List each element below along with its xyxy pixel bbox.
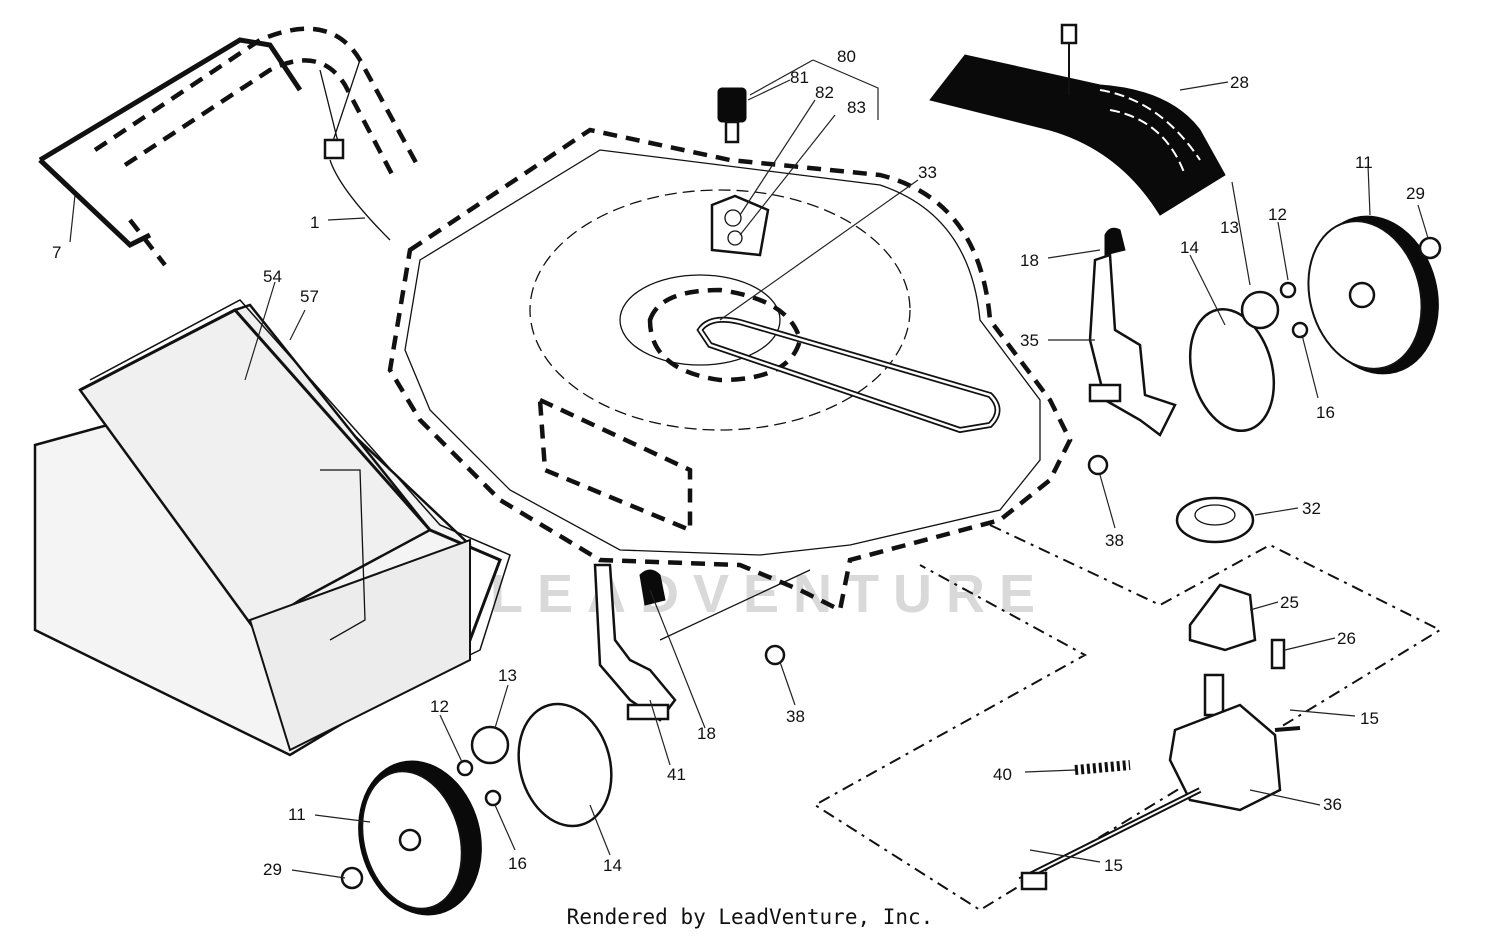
callout-41: 41 (667, 765, 686, 784)
grass-bag (33, 299, 511, 757)
callout-16-right: 16 (1316, 403, 1335, 422)
callout-57: 57 (300, 287, 319, 306)
callout-16-left: 16 (508, 854, 527, 873)
callout-11-left: 11 (288, 805, 306, 824)
leader-lines (69, 59, 1429, 879)
callout-29-right: 29 (1406, 184, 1425, 203)
callout-13-left: 13 (498, 666, 517, 685)
callout-18-left: 18 (697, 724, 716, 743)
callout-7: 7 (52, 243, 61, 262)
callout-32: 32 (1302, 499, 1321, 518)
transmission-group (813, 496, 1443, 912)
height-knob (710, 87, 770, 257)
callout-14-right: 14 (1180, 238, 1199, 257)
callout-40: 40 (993, 765, 1012, 784)
drive-belt (696, 316, 1001, 434)
rear-discharge-shield (929, 23, 1226, 216)
handle-assembly (38, 26, 422, 267)
callout-15-upper: 15 (1360, 709, 1379, 728)
callout-80: 80 (837, 47, 856, 66)
callout-18-right: 18 (1020, 251, 1039, 270)
callout-33: 33 (918, 163, 937, 182)
callout-29-left: 29 (263, 860, 282, 879)
footer-credit: Rendered by LeadVenture, Inc. (566, 905, 934, 929)
watermark-text: LEADVENTURE (490, 564, 1049, 624)
nut-38-lower (764, 644, 786, 666)
height-adjuster-left (593, 563, 811, 722)
callout-38-upper: 38 (1105, 531, 1124, 550)
callout-14-left: 14 (603, 856, 622, 875)
callout-labels: 80 81 82 83 28 33 7 1 18 35 13 12 11 29 … (52, 47, 1425, 879)
callout-25: 25 (1280, 593, 1299, 612)
callout-12-right: 12 (1268, 205, 1287, 224)
callout-15-lower: 15 (1104, 856, 1123, 875)
callout-54: 54 (263, 267, 282, 286)
callout-81: 81 (790, 68, 809, 87)
callout-11-right: 11 (1355, 153, 1373, 172)
callout-38-lower: 38 (786, 707, 805, 726)
callout-12-left: 12 (430, 697, 449, 716)
callout-35: 35 (1020, 331, 1039, 350)
right-wheel-group (1188, 215, 1442, 433)
callout-13-right: 13 (1220, 218, 1239, 237)
callout-83: 83 (847, 98, 866, 117)
callout-36: 36 (1323, 795, 1342, 814)
height-adjuster-right (1088, 227, 1177, 437)
nut-38-upper (1087, 454, 1109, 476)
callout-26: 26 (1337, 629, 1356, 648)
callout-28: 28 (1230, 73, 1249, 92)
callout-82: 82 (815, 83, 834, 102)
left-wheel-group (340, 702, 613, 916)
callout-1: 1 (310, 213, 319, 232)
